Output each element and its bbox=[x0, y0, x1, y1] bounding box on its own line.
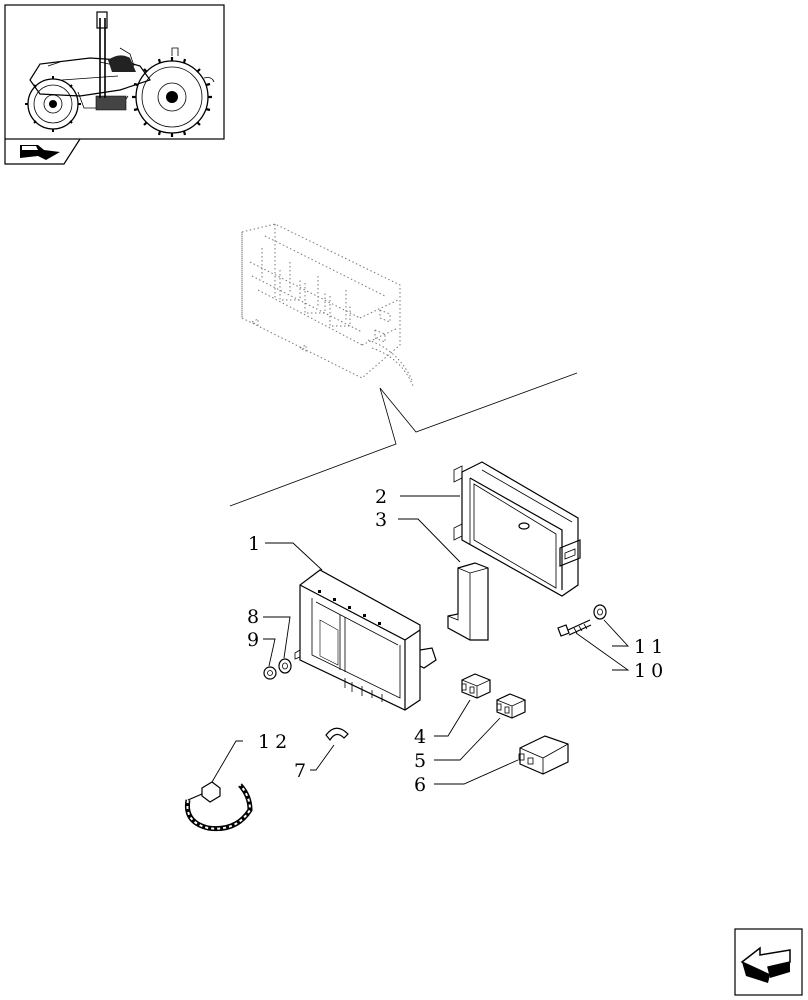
callout-1: 1 bbox=[248, 533, 265, 555]
callout-12: 12 bbox=[258, 731, 292, 753]
callout-11: 11 bbox=[634, 636, 668, 658]
fuse-box-cover[interactable] bbox=[453, 461, 581, 597]
callout-8: 8 bbox=[247, 606, 264, 628]
relay-large-6[interactable] bbox=[518, 735, 569, 775]
callout-10: 10 bbox=[634, 660, 668, 682]
fuse-puller-block[interactable] bbox=[447, 562, 489, 641]
section-arrow-icon[interactable] bbox=[4, 138, 81, 165]
callout-9: 9 bbox=[247, 629, 264, 651]
fuse-box-base[interactable] bbox=[294, 569, 437, 711]
cable-strap-12[interactable] bbox=[184, 781, 253, 832]
callout-5: 5 bbox=[414, 750, 431, 772]
clip-7[interactable] bbox=[325, 727, 349, 742]
reference-fusebox-ghost bbox=[241, 223, 415, 389]
callout-6: 6 bbox=[414, 774, 431, 796]
callout-labels: 1 2 3 8 9 11 10 12 7 4 5 6 bbox=[247, 486, 668, 796]
callout-3: 3 bbox=[375, 509, 392, 531]
break-line bbox=[229, 372, 578, 507]
next-page-arrow-icon[interactable] bbox=[734, 928, 803, 996]
bolt-10[interactable] bbox=[557, 619, 592, 637]
leader-lines bbox=[211, 495, 630, 785]
relay-small-5[interactable] bbox=[496, 693, 526, 719]
callout-2: 2 bbox=[375, 486, 392, 508]
callout-4: 4 bbox=[414, 726, 431, 748]
washer-9[interactable] bbox=[263, 666, 277, 680]
relay-small-4[interactable] bbox=[461, 673, 491, 699]
washer-11[interactable] bbox=[593, 604, 607, 620]
callout-7: 7 bbox=[294, 760, 311, 782]
washer-8[interactable] bbox=[278, 658, 292, 674]
tractor-thumbnail-icon[interactable] bbox=[4, 4, 225, 140]
